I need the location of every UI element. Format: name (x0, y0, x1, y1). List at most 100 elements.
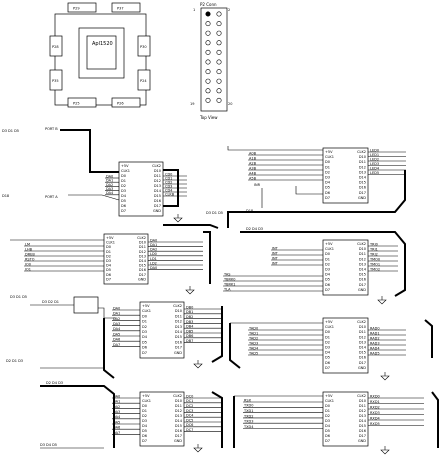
chip-pin-label: D17 (359, 191, 366, 195)
chip-pin-label: D14 (359, 268, 367, 272)
net-label: RAD4 (370, 346, 380, 350)
net-label: RXD5 (370, 422, 380, 426)
bus-label: D3 D1 D5 (206, 211, 223, 215)
chip-pin-label: D0 (325, 330, 330, 334)
bus-label: D2 D4 D3 (246, 227, 263, 231)
chip-u8 (322, 391, 369, 447)
chip-pin-label: GND (138, 277, 146, 281)
cpu-pin-pad (137, 69, 151, 91)
chip-pin-label: D12 (359, 335, 366, 339)
chip-pin-label: D15 (175, 335, 182, 339)
bus-label: D3 D1 D5 (10, 295, 27, 299)
chip-pin-label: D2 (121, 184, 126, 188)
net-label: CD2 (165, 180, 172, 184)
chip-pin-label: D0 (325, 252, 330, 256)
net-label: DC7 (186, 428, 193, 432)
chip-pin-label: GND (153, 209, 161, 213)
net-label: TAD4 (248, 346, 259, 350)
net-label: DC6 (186, 423, 193, 427)
chip-pin-label: CLK1 (325, 247, 334, 251)
chip-u2 (322, 147, 369, 204)
chip-pin-label: D10 (154, 169, 161, 173)
bus-label: D3 D4 D5 (40, 443, 57, 447)
chip-pin-label: D3 (142, 330, 147, 334)
chip-pin-label: D4 (325, 424, 331, 428)
chip-pin-label: CLK1 (142, 309, 151, 313)
chip-pin-label: D7 (325, 439, 330, 443)
net-label: RXD1 (370, 400, 380, 404)
net-label: TXD2 (243, 414, 253, 418)
chip-pin-label: D15 (359, 424, 366, 428)
ground-symbol (193, 363, 203, 369)
chip-pin-label: D11 (175, 314, 182, 318)
net-label: DA1 (106, 179, 113, 183)
net-label: DA0 (113, 306, 120, 310)
chip-pin-label: D13 (359, 170, 366, 174)
net-label: RXD4 (370, 416, 381, 420)
cpu-pin-label: P37 (117, 7, 124, 11)
chip-pin-label: D2 (106, 254, 111, 258)
chip-pin-label: D6 (325, 283, 330, 287)
chip-pin-label: GND (174, 439, 182, 443)
net-label: TAS (223, 272, 231, 276)
net-label: RAD1 (370, 331, 380, 335)
cpu-pin-label: P25 (73, 102, 80, 106)
net-label: LD1 (150, 257, 157, 261)
chip-pin-label: D11 (359, 404, 366, 408)
chip-pin-label: D3 (325, 419, 330, 423)
chip-pin-label: CLK1 (121, 169, 130, 173)
net-label: LED1 (370, 153, 379, 157)
cpu-pin-pad (49, 35, 63, 57)
chip-pin-label: GND (358, 439, 366, 443)
bus-wire (424, 319, 433, 358)
net-label: DC0 (186, 394, 193, 398)
net-label: LED5 (370, 171, 379, 175)
ground-symbol (377, 299, 387, 305)
net-label: DA0 (113, 394, 120, 398)
chip-pin-label: D5 (142, 429, 147, 433)
chip-pin-label: D15 (154, 194, 161, 198)
net-label: DREB (25, 252, 35, 256)
net-label: DB7 (186, 339, 193, 343)
connector-pin (205, 40, 211, 46)
cpu-pin-pad (111, 97, 141, 108)
net-label: DA1 (113, 312, 120, 316)
chip-pin-label: D10 (359, 155, 366, 159)
port-a-label: PORT A (45, 195, 58, 199)
chip-pin-label: D7 (142, 351, 147, 355)
chip-pin-label: CLK1 (106, 241, 115, 245)
net-label: TXD4 (243, 425, 254, 429)
bus-wire (227, 170, 406, 228)
bus-wire (163, 224, 219, 229)
chip-pin-label: CLK2 (173, 304, 182, 308)
net-label: TAD2 (248, 336, 258, 340)
connector-pin (205, 69, 211, 75)
chip-pin-label: D4 (106, 264, 112, 268)
net-label: DA7 (113, 343, 120, 347)
chip-pin-label: D14 (359, 346, 367, 350)
chip-pin-label: CLK2 (173, 394, 182, 398)
chip-pin-label: D10 (359, 399, 366, 403)
net-label: RSX (244, 398, 252, 402)
net-label: RAD2 (370, 336, 380, 340)
chip-pin-label: D4 (325, 181, 331, 185)
net-wire (295, 186, 323, 195)
net-label: RAD3 (370, 341, 380, 345)
chip-pin-label: +5V (121, 164, 129, 168)
chip-pin-label: D7 (325, 288, 330, 292)
connector-pin (205, 59, 211, 65)
chip-pin-label: D11 (175, 404, 182, 408)
chip-pin-label: D0 (142, 404, 147, 408)
net-label: LD0 (150, 252, 157, 256)
connector-pin (216, 88, 222, 94)
net-label: DA4 (106, 191, 114, 195)
chip-pin-label: CLK2 (152, 164, 161, 168)
chip-pin-label: D15 (359, 351, 366, 355)
chip-pin-label: D10 (175, 309, 182, 313)
chip-pin-label: GND (174, 351, 182, 355)
connector-pin2-label: 2 (228, 8, 231, 12)
chip-pin-label: CLK2 (357, 394, 366, 398)
net-label: RXD2 (370, 405, 380, 409)
